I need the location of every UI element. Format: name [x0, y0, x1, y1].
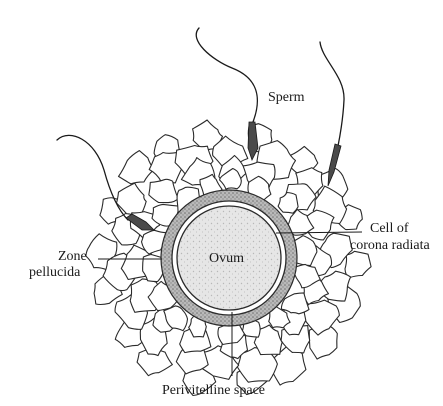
sperm-3 [56, 134, 155, 231]
corona-label-line2: corona radiata [350, 238, 430, 253]
ovum-cytoplasm-texture [178, 207, 280, 309]
corona-cell [219, 167, 242, 190]
corona-cell [117, 150, 155, 185]
corona-cell [163, 305, 189, 332]
zone-label-line1: Zone [58, 249, 87, 264]
perivitelline-label: Perivitelline space [162, 383, 265, 398]
corona-cell [286, 208, 315, 236]
sperm-label: Sperm [268, 90, 305, 105]
corona-leader-line [275, 231, 363, 234]
corona-cell [192, 119, 224, 152]
corona-cell [277, 191, 299, 214]
ovum-label: Ovum [209, 251, 244, 266]
corona-cell [280, 292, 310, 315]
corona-label-line1: Cell of [370, 221, 409, 236]
sperm-1 [195, 27, 259, 162]
corona-cell [136, 347, 173, 377]
corona-cell [140, 229, 167, 255]
corona-cell [344, 250, 372, 279]
corona-cell [148, 178, 179, 204]
zone-label-line2: pellucida [29, 265, 81, 280]
corona-cell [268, 305, 291, 329]
sperm-2 [319, 41, 345, 187]
corona-cell [148, 151, 183, 184]
